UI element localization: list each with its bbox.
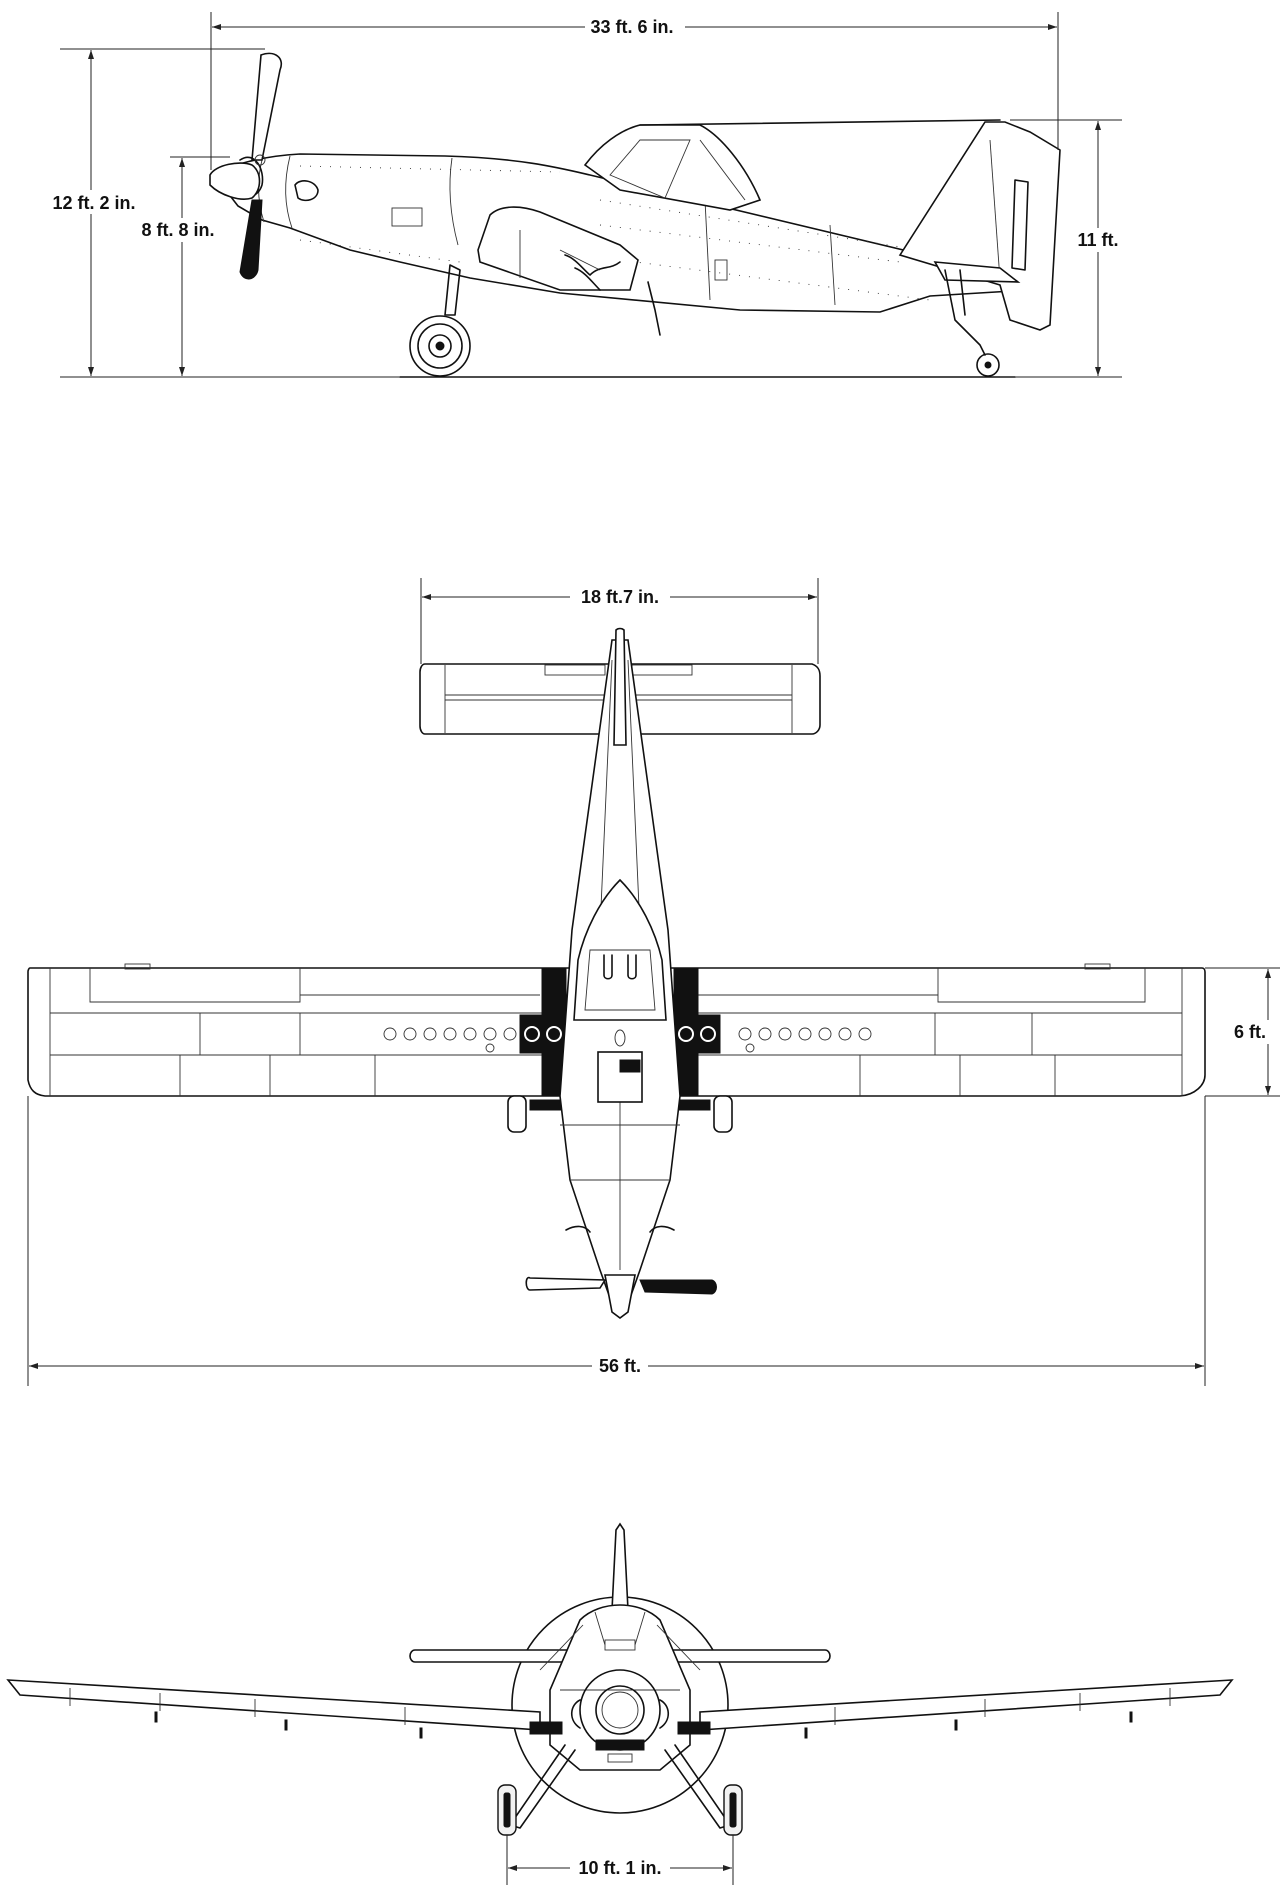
tailplane-span-label: 18 ft.7 in. <box>581 587 659 607</box>
height-tail-label: 11 ft. <box>1077 230 1118 250</box>
front-dimensions: 10 ft. 1 in. <box>506 1835 734 1885</box>
side-stabilizer <box>933 261 1021 283</box>
wingspan-label: 56 ft. <box>599 1356 641 1376</box>
side-canopy <box>583 124 762 211</box>
wheel-track-label: 10 ft. 1 in. <box>578 1858 661 1878</box>
side-main-wheel <box>409 315 471 377</box>
length-label: 33 ft. 6 in. <box>590 17 673 37</box>
top-view <box>27 627 1206 1319</box>
front-wing-left <box>6 1679 541 1731</box>
wing-chord-label: 6 ft. <box>1234 1022 1266 1042</box>
height-overall-label: 12 ft. 2 in. <box>52 193 135 213</box>
side-main-gear <box>444 264 461 316</box>
front-view <box>6 1522 1234 1836</box>
front-wing-right <box>699 1679 1234 1731</box>
side-propeller <box>251 52 282 161</box>
side-view <box>209 52 1061 378</box>
top-propeller <box>525 1276 607 1291</box>
top-dimensions: 18 ft.7 in. 6 ft. 56 ft. <box>27 578 1280 1386</box>
height-hub-label: 8 ft. 8 in. <box>141 220 214 240</box>
side-tail-gear <box>944 269 986 356</box>
side-fin <box>898 121 1061 331</box>
side-dimensions: 33 ft. 6 in. 12 ft. 2 in. 8 ft. 8 in. 11… <box>48 12 1122 378</box>
